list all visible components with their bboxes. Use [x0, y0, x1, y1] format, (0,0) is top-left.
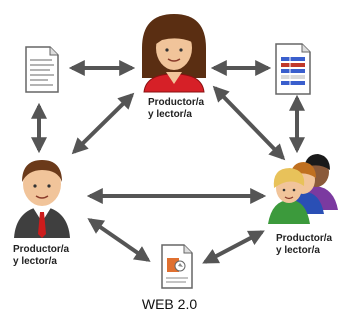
group-icon	[268, 154, 338, 224]
group-label-line1: Productor/a	[276, 233, 333, 244]
diagram-caption: WEB 2.0	[141, 296, 198, 312]
top-person-label-line2: y lector/a	[148, 109, 192, 120]
arrow-man-woman	[71, 92, 135, 155]
woman-icon	[142, 14, 206, 93]
group-label-line2: y lector/a	[276, 245, 320, 256]
group-label: Productor/a y lector/a	[276, 233, 332, 257]
left-person-label-line1: Productor/a	[13, 244, 70, 255]
top-person-label: Productor/a y lector/a	[148, 97, 204, 121]
spreadsheet-icon	[275, 43, 311, 95]
arrow-woman-group	[212, 85, 286, 161]
left-person-label-line2: y lector/a	[13, 256, 57, 267]
image-document-icon	[161, 244, 193, 289]
top-person-label-line1: Productor/a	[148, 97, 205, 108]
text-document-icon	[25, 46, 59, 93]
arrow-image-group	[202, 230, 265, 264]
man-icon	[14, 160, 70, 238]
arrow-man-image	[87, 218, 151, 262]
left-person-label: Productor/a y lector/a	[13, 244, 69, 268]
